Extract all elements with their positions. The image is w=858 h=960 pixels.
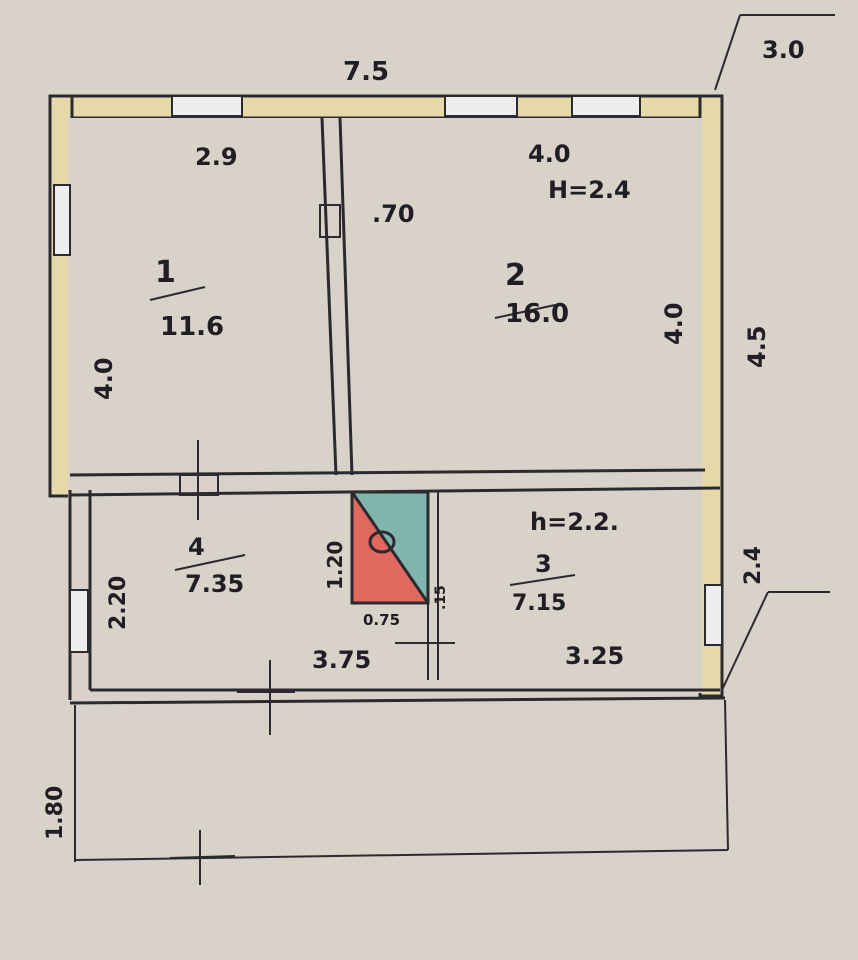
veranda-depth-label: 1.80 bbox=[43, 786, 68, 840]
stove-width-label: 0.75 bbox=[363, 611, 400, 629]
stove bbox=[350, 490, 430, 605]
room1-area: 11.6 bbox=[160, 312, 224, 342]
overall-width-label: 7.5 bbox=[343, 57, 389, 87]
overall-depth-label: 4.5 bbox=[743, 325, 771, 368]
stove-side-label: .15 bbox=[433, 585, 449, 610]
room2-area: 16.0 bbox=[505, 299, 569, 329]
room4-area: 7.35 bbox=[185, 570, 244, 598]
room4-width-label: 3.75 bbox=[312, 646, 371, 674]
room3-number: 3 bbox=[535, 550, 552, 578]
room1-width-label: 2.9 bbox=[195, 143, 238, 171]
room1-number: 1 bbox=[155, 255, 176, 290]
room4-depth-label: 2.20 bbox=[106, 576, 131, 630]
room3-area: 7.15 bbox=[512, 591, 566, 616]
room3-width-label: 3.25 bbox=[565, 642, 624, 670]
porch-width-label: 3.0 bbox=[762, 36, 805, 64]
stove-depth-label: 1.20 bbox=[323, 541, 347, 590]
door-width-label: .70 bbox=[372, 200, 415, 228]
room2-width-label: 4.0 bbox=[528, 140, 571, 168]
room3-depth-label: 2.4 bbox=[741, 546, 766, 585]
room1-depth-label: 4.0 bbox=[90, 357, 118, 400]
room2-height-label: Н=2.4 bbox=[548, 176, 631, 204]
interior-walls bbox=[69, 117, 721, 735]
room3-height-label: h=2.2. bbox=[530, 508, 619, 536]
room4-number: 4 bbox=[188, 533, 205, 561]
room2-number: 2 bbox=[505, 258, 526, 293]
veranda bbox=[74, 14, 835, 885]
dimension-labels: 7.5 3.0 2.9 4.0 Н=2.4 .70 1 11.6 2 16.0 … bbox=[43, 36, 805, 840]
windows bbox=[53, 95, 723, 653]
room2-depth-label: 4.0 bbox=[660, 302, 688, 345]
